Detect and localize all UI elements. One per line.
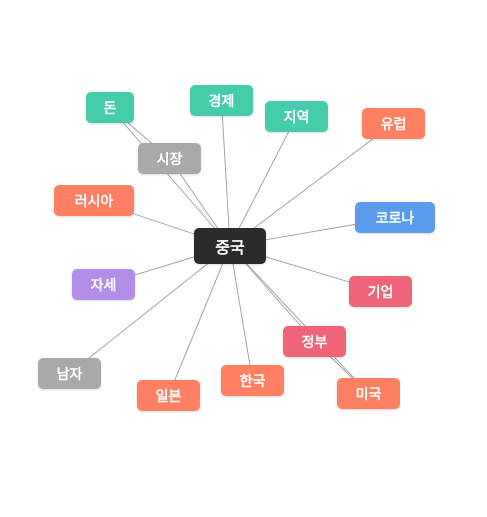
node-region[interactable]: 지역 — [265, 101, 328, 132]
edge-center-region — [229, 116, 297, 247]
node-russia[interactable]: 러시아 — [54, 185, 134, 216]
edge-center-man — [69, 245, 231, 374]
node-man[interactable]: 남자 — [38, 358, 101, 389]
edge-center-usa — [229, 245, 369, 394]
node-usa[interactable]: 미국 — [337, 378, 400, 409]
edge-center-don — [109, 107, 231, 247]
edge-center-europe — [229, 123, 394, 247]
edge-center-korea — [229, 245, 253, 381]
edge-center-japan — [168, 245, 231, 396]
edge-center-economy — [221, 100, 231, 247]
node-korea[interactable]: 한국 — [221, 365, 284, 396]
node-europe[interactable]: 유럽 — [362, 108, 425, 139]
node-corona[interactable]: 코로나 — [355, 202, 435, 233]
node-center[interactable]: 중국 — [194, 228, 266, 264]
node-govt[interactable]: 정부 — [283, 326, 346, 357]
node-market[interactable]: 시장 — [138, 143, 201, 174]
node-economy[interactable]: 경제 — [190, 85, 253, 116]
node-japan[interactable]: 일본 — [137, 380, 200, 411]
node-posture[interactable]: 자세 — [72, 269, 135, 300]
node-company[interactable]: 기업 — [349, 276, 412, 307]
node-don[interactable]: 돈 — [86, 92, 134, 123]
